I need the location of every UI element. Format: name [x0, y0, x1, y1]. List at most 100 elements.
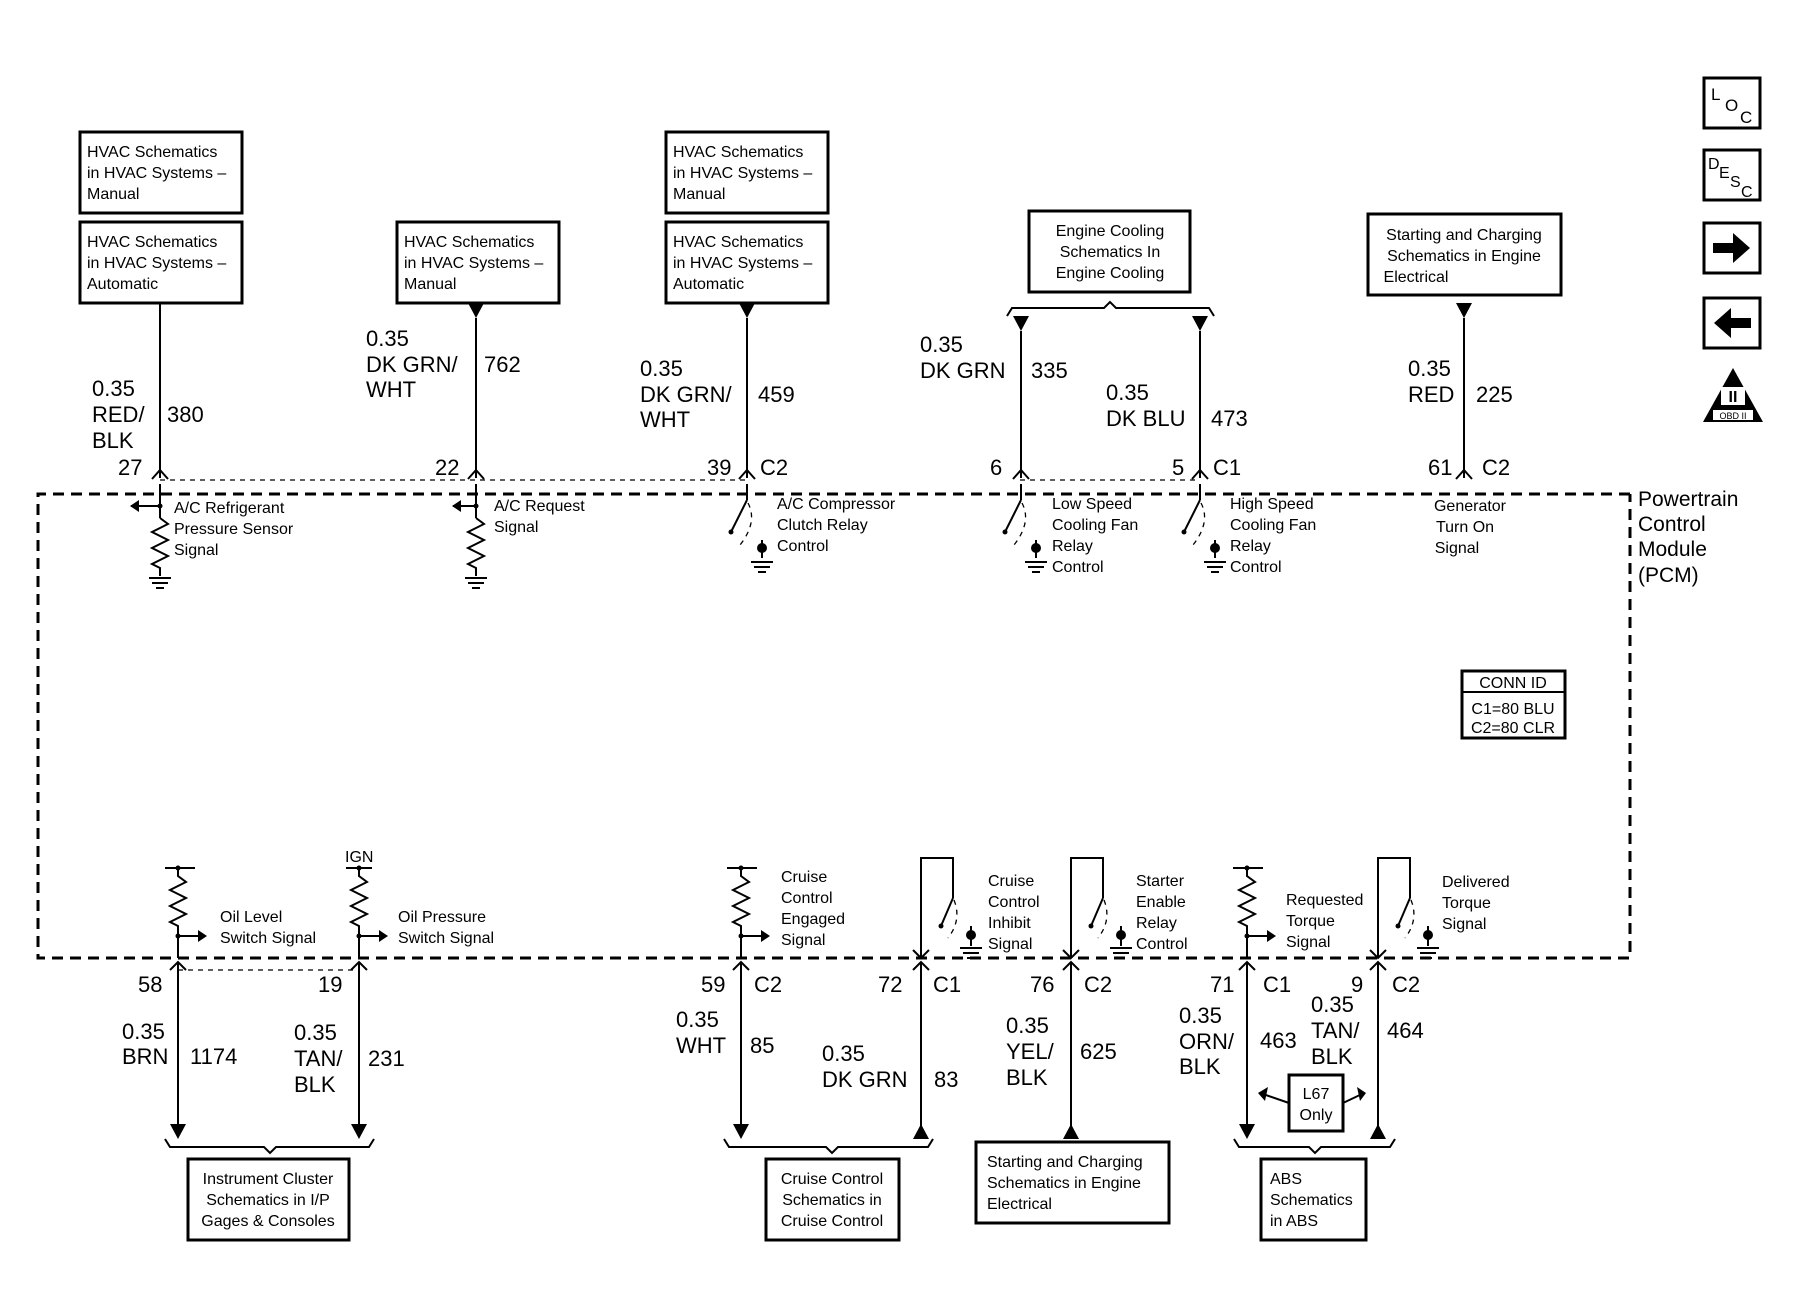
pin-6: 6: [990, 455, 1002, 480]
svg-text:C: C: [1740, 108, 1752, 127]
bottom-wire-464: [1369, 960, 1387, 1139]
svg-text:E: E: [1719, 165, 1730, 182]
connector-c2-top-2: C2: [1482, 455, 1510, 480]
pcm-boundary: [36, 492, 1632, 960]
pin-22: 22: [435, 455, 459, 480]
pin-5: 5: [1172, 455, 1184, 480]
pin-9: 9: [1351, 972, 1363, 997]
brace: [1006, 300, 1215, 317]
svg-text:O: O: [1725, 96, 1738, 115]
svg-text:Only: Only: [1300, 1107, 1333, 1124]
ign-label: IGN: [345, 849, 373, 866]
connector-c2-bottom-2: C2: [1084, 972, 1112, 997]
svg-text:CONN ID: CONN ID: [1479, 675, 1547, 692]
next-page-icon[interactable]: [1702, 221, 1762, 275]
bottom-wire-83: [912, 960, 930, 1139]
svg-text:L: L: [1711, 85, 1720, 104]
brace: [164, 1138, 375, 1155]
relay-driver-335: [1002, 484, 1047, 573]
top-wire-335: [1012, 316, 1030, 480]
svg-text:C: C: [1741, 184, 1753, 201]
pull-down-resistor-762: [452, 484, 487, 589]
wire-label-225: 0.35 RED 225: [1408, 356, 1513, 407]
relay-driver-459: [728, 484, 773, 573]
pin-59: 59: [701, 972, 725, 997]
pin-58: 58: [138, 972, 162, 997]
connector-c1-bottom-1: C1: [933, 972, 961, 997]
bottom-wire-231: [350, 960, 368, 1139]
connector-c2-top-1: C2: [760, 455, 788, 480]
brace: [1233, 1138, 1396, 1155]
conn-id-box: CONN ID C1=80 BLU C2=80 CLR: [1460, 669, 1567, 740]
top-wire-459: [738, 303, 756, 480]
pull-up-resistor-85: [727, 865, 770, 958]
svg-text:L67: L67: [1303, 1086, 1330, 1103]
pcm-title: Powertrain Control Module (PCM): [1638, 488, 1744, 587]
previous-page-icon[interactable]: [1702, 296, 1762, 350]
wire-label-335: 0.35 DK GRN 335: [920, 332, 1068, 383]
bottom-wire-463: [1238, 960, 1256, 1139]
pin-72: 72: [878, 972, 902, 997]
svg-text:C1=80 BLU: C1=80 BLU: [1471, 701, 1554, 718]
desc-icon[interactable]: D E S C: [1702, 148, 1762, 202]
connector-c1-top: C1: [1213, 455, 1241, 480]
brace: [723, 1138, 934, 1155]
obd-ii-icon[interactable]: II OBD II: [1703, 368, 1763, 422]
top-wire-225: [1455, 303, 1473, 480]
wire-label-473: 0.35 DK BLU 473: [1106, 380, 1248, 431]
bottom-wire-1174: [169, 960, 187, 1139]
svg-text:C2=80 CLR: C2=80 CLR: [1471, 720, 1555, 737]
pull-up-resistor-463: [1233, 865, 1276, 958]
svg-text:II: II: [1729, 389, 1738, 406]
svg-text:S: S: [1730, 174, 1741, 191]
pin-27: 27: [118, 455, 142, 480]
connector-c2-bottom-3: C2: [1392, 972, 1420, 997]
pin-39: 39: [707, 455, 731, 480]
pin-19: 19: [318, 972, 342, 997]
pull-up-resistor-231: [346, 865, 388, 958]
switch-83: [912, 857, 982, 960]
svg-text:OBD II: OBD II: [1719, 411, 1746, 421]
loc-icon[interactable]: L O C: [1702, 76, 1762, 130]
top-wire-380: [151, 303, 169, 480]
top-wire-473: [1191, 316, 1209, 480]
pin-61: 61: [1428, 455, 1452, 480]
